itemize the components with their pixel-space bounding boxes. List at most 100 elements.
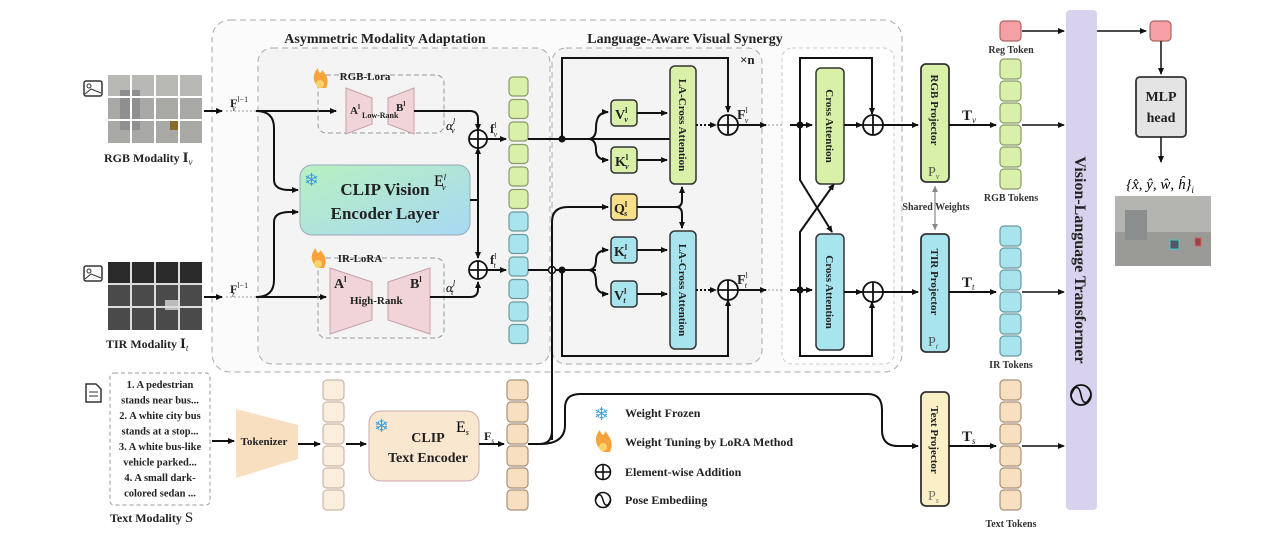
rgb-lora-B-label: Bl (396, 100, 405, 114)
tokenizer: Tokenizer (236, 409, 298, 478)
text-prompt-line: vehicle parked... (123, 458, 197, 469)
svg-text:Cross Attention: Cross Attention (823, 255, 835, 328)
ir-lora-B (387, 267, 431, 335)
tir-modality-label: TIR Modality It (106, 336, 189, 353)
asym-title: Asymmetric Modality Adaptation (284, 32, 486, 47)
text-feature-token-column (506, 379, 529, 511)
rgb-modality-label: RGB Modality Iv (104, 150, 193, 167)
rgb-image (108, 75, 202, 143)
reg-token-label: Reg Token (988, 45, 1034, 56)
output-formula: {x̂, ŷ, ŵ, ĥ}i (1126, 176, 1194, 195)
tokenizer-token (322, 401, 345, 423)
flame-icon (311, 248, 326, 268)
visual-token (508, 166, 529, 187)
text-token (999, 379, 1022, 401)
svg-text:Es: Es (456, 419, 469, 437)
flame-icon (595, 430, 612, 452)
repeat-label: ×n (740, 52, 755, 67)
text-prompt-line: 4. A small dark- (124, 473, 196, 484)
snowflake-icon: ❄ (304, 170, 319, 190)
svg-text:LA-Cross Attention: LA-Cross Attention (676, 79, 688, 171)
rgb-token (999, 168, 1022, 190)
tokenizer-token (322, 489, 345, 511)
cross-attention-v: Cross Attention (815, 67, 845, 185)
ir-lora-A-label: Al (334, 275, 347, 292)
text-prompt-box (109, 372, 211, 506)
clip-text-encoder: ❄ CLIP Text Encoder Es (368, 410, 480, 482)
rgb-token (999, 124, 1022, 146)
la-cross-attention-v: LA-Cross Attention (669, 65, 697, 185)
svg-text:head: head (1147, 111, 1176, 126)
text-prompt-line: 1. A pedestrian (127, 380, 194, 391)
text-prompt-line: 2. A white city bus (119, 411, 200, 422)
visual-token (508, 98, 529, 120)
text-projector: Text Projector Ps (920, 391, 950, 507)
text-prompt-line: stands near bus... (121, 396, 199, 407)
sine-circle-icon (1070, 384, 1092, 406)
add-node-lavs-t (717, 279, 739, 301)
output-token-columns (999, 58, 1022, 511)
svg-text:Cross Attention: Cross Attention (823, 89, 835, 162)
add-node-cross-t (862, 281, 884, 303)
ir-token (999, 225, 1022, 247)
svg-text:Vlv: Vlv (615, 106, 628, 124)
svg-text:Tokenizer: Tokenizer (241, 436, 288, 448)
text-prompt-line: colored sedan ... (124, 489, 196, 500)
text-token (999, 401, 1022, 423)
rgb-lora-title: RGB-Lora (340, 71, 391, 83)
ir-lora-A (329, 267, 373, 335)
visual-token (508, 278, 529, 300)
text-feature-token (506, 467, 529, 489)
mlp-head: MLP head (1135, 76, 1187, 138)
flame-icon (313, 68, 328, 88)
svg-text:RGB Projector: RGB Projector (928, 75, 940, 146)
rgb-lora-B (387, 87, 415, 135)
text-feature-token (506, 489, 529, 511)
oplus-icon (594, 463, 612, 481)
shared-weights-label: Shared Weights (902, 202, 969, 213)
clip-vision-subtitle: Encoder Layer (331, 204, 440, 223)
ir-lora-title: IR-LoRA (338, 253, 383, 265)
rgb-token (999, 146, 1022, 168)
ir-lora-B-label: Bl (410, 275, 422, 292)
svg-text:MLP: MLP (1145, 90, 1177, 105)
legend: ❄ Weight Frozen Weight Tuning by LoRA Me… (594, 404, 793, 509)
visual-token-column (508, 76, 529, 345)
rgb-lora-region (317, 74, 445, 134)
la-cross-attention-t: LA-Cross Attention (669, 230, 697, 350)
rgb-lora-A (345, 87, 373, 135)
Tv-label: Tv (962, 108, 976, 125)
tokenizer-token (322, 423, 345, 445)
visual-token (508, 301, 529, 322)
text-feature-token (506, 401, 529, 423)
sine-circle-icon (594, 491, 612, 509)
vision-language-transformer: Vision-Language Transformer (1066, 10, 1097, 510)
visual-token (508, 233, 529, 255)
text-modality-label: Text Modality S (110, 510, 193, 526)
svg-text:Ps: Ps (928, 489, 939, 505)
image-icon (83, 265, 103, 282)
tokenizer-token (322, 379, 345, 401)
ir-token (999, 247, 1022, 269)
svg-text:TIR Projector: TIR Projector (928, 249, 940, 316)
rgb-rank-label: Low-Rank (362, 111, 399, 120)
rgb-projector: RGB Projector Pv (920, 63, 950, 183)
visual-token (508, 76, 529, 97)
ir-token (999, 313, 1022, 335)
output-image (1115, 196, 1211, 266)
text-prompt-lines: 1. A pedestrian stands near bus... 2. A wh… (119, 380, 202, 500)
text-token (999, 445, 1022, 467)
Ts-label: Ts (962, 429, 976, 446)
svg-text:LA-Cross Attention: LA-Cross Attention (676, 244, 688, 336)
snowflake-icon: ❄ (374, 416, 389, 436)
svg-text:Pt: Pt (928, 335, 939, 351)
visual-token (508, 143, 529, 165)
